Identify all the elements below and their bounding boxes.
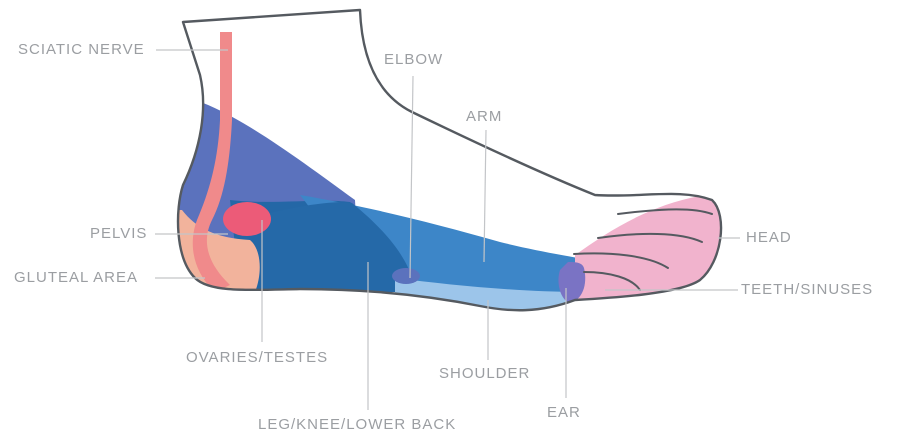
toes-zone bbox=[575, 196, 722, 311]
label-ovaries-testes: OVARIES/TESTES bbox=[186, 349, 329, 366]
label-teeth-sinuses: TEETH/SINUSES bbox=[741, 281, 874, 298]
label-leg-knee-lower-back: LEG/KNEE/LOWER BACK bbox=[258, 416, 457, 433]
label-head: HEAD bbox=[746, 229, 792, 246]
label-sciatic-nerve: SCIATIC NERVE bbox=[18, 41, 145, 58]
leader-arm bbox=[483, 129, 487, 263]
pelvis-zone bbox=[223, 202, 271, 236]
leader-lines bbox=[155, 49, 740, 410]
label-arm: ARM bbox=[466, 108, 503, 125]
middle-dark-zone bbox=[262, 202, 412, 292]
label-gluteal-area: GLUTEAL AREA bbox=[14, 269, 138, 286]
label-shoulder: SHOULDER bbox=[439, 365, 531, 382]
elbow-zone bbox=[392, 268, 420, 284]
ear-zone bbox=[558, 262, 586, 303]
label-ear: EAR bbox=[547, 404, 581, 421]
label-elbow: ELBOW bbox=[384, 51, 444, 68]
foot-outline bbox=[176, 8, 723, 312]
sciatic-nerve-zone bbox=[192, 32, 232, 292]
leader-elbow bbox=[409, 75, 414, 279]
label-pelvis: PELVIS bbox=[90, 225, 148, 242]
toe-lines bbox=[573, 208, 713, 291]
